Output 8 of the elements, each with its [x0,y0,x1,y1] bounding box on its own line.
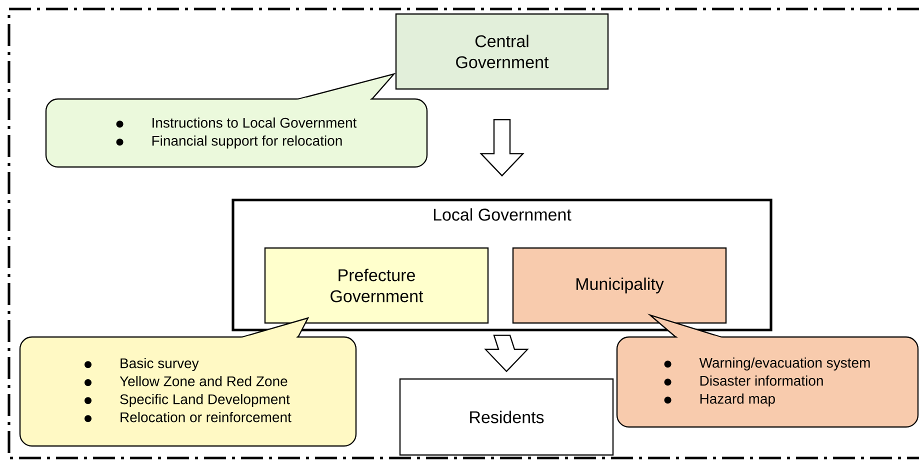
government-box: Central Government [395,13,609,90]
block-arrow [480,119,524,177]
callout-balloon: Warning/evacuation system Disaster information Hazard map [616,314,919,428]
residents-box: Residents [399,378,614,456]
government-box: Prefecture Government [264,247,489,324]
callout-balloon: Basic survey Yellow Zone and Red Zone Specific Land Development Relocation or reinforcement [19,317,357,447]
block-arrow [484,334,529,372]
callout-balloon: Instructions to Local Government Financial support for relocation [45,72,428,168]
